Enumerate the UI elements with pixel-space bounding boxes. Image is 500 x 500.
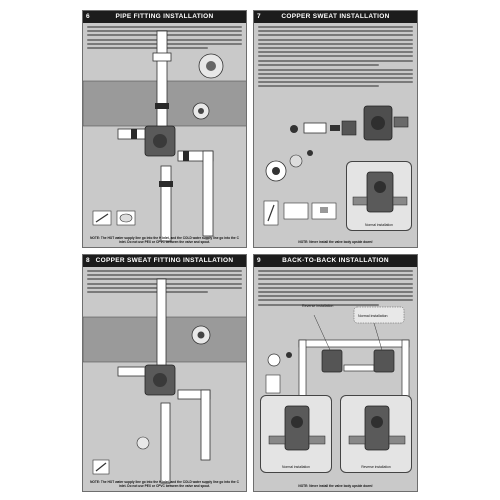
panel-title: COPPER SWEAT FITTING INSTALLATION: [95, 257, 234, 264]
panel-note: NOTE: The HOT water supply line go into …: [90, 480, 239, 488]
panel-note: NOTE: Never install the valve body upsid…: [298, 240, 373, 244]
inset-caption: Normal installation: [365, 223, 393, 227]
panel-header: 8 COPPER SWEAT FITTING INSTALLATION: [83, 255, 246, 267]
copper-sweat-diagram: [263, 105, 409, 226]
valve-closeup-diagram: [348, 405, 406, 451]
copper-sweat-fitting-diagram: [83, 278, 246, 484]
panel-title: PIPE FITTING INSTALLATION: [115, 13, 214, 20]
panel-header: 9 BACK-TO-BACK INSTALLATION: [254, 255, 417, 267]
callout-normal-installation: Normal installation: [358, 314, 388, 318]
normal-installation-inset: Normal installation: [346, 161, 412, 231]
reverse-installation-inset: Reverse installation: [340, 395, 412, 473]
panel-header: 7 COPPER SWEAT INSTALLATION: [254, 11, 417, 23]
back-to-back-diagram: Reverse installation Normal installation: [265, 304, 410, 401]
pipe-fitting-diagram: [83, 30, 246, 242]
step-number: 7: [257, 13, 261, 20]
valve-closeup-diagram: [352, 171, 408, 213]
panel-copper-sweat-fitting: 8 COPPER SWEAT FITTING INSTALLATION NOTE…: [82, 254, 247, 492]
panel-title: BACK-TO-BACK INSTALLATION: [282, 257, 389, 264]
panel-note: NOTE: Never install the valve body upsid…: [298, 484, 373, 488]
instruction-text-block: [258, 26, 413, 90]
callout-reverse-installation: Reverse installation: [302, 304, 333, 308]
panel-back-to-back: 9 BACK-TO-BACK INSTALLATION Reverse inst…: [253, 254, 418, 492]
step-number: 9: [257, 257, 261, 264]
inset-caption: Normal installation: [282, 465, 310, 469]
panel-title: COPPER SWEAT INSTALLATION: [281, 13, 390, 20]
inset-caption: Reverse installation: [361, 465, 391, 469]
panel-note: NOTE: The HOT water supply line go into …: [90, 236, 239, 244]
panel-header: 6 PIPE FITTING INSTALLATION: [83, 11, 246, 23]
valve-closeup-diagram: [268, 405, 326, 451]
panel-pipe-fitting: 6 PIPE FITTING INSTALLATION: [82, 10, 247, 248]
normal-installation-inset: Normal installation: [260, 395, 332, 473]
step-number: 8: [86, 257, 90, 264]
panel-copper-sweat: 7 COPPER SWEAT INSTALLATION: [253, 10, 418, 248]
step-number: 6: [86, 13, 90, 20]
instruction-text-block: [258, 270, 413, 308]
